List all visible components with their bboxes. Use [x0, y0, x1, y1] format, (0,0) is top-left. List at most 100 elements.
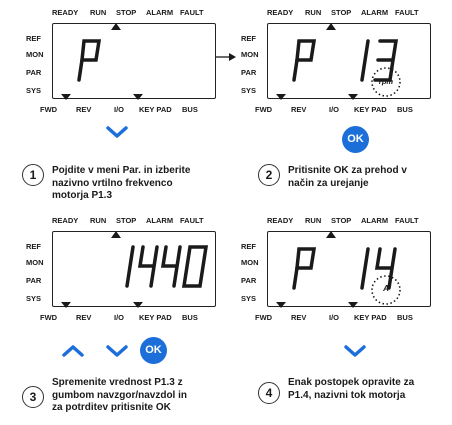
status-alarm: ALARM — [146, 216, 174, 225]
marker-triangle-icon — [111, 232, 121, 238]
bottom-bus: BUS — [182, 313, 198, 322]
keypad-panel-2: READY RUN STOP ALARM FAULT REF MON PAR S… — [237, 6, 437, 134]
step-1: 1 Pojdite v meni Par. in izberite nazivn… — [22, 164, 222, 212]
bottom-keypad: KEY PAD — [354, 313, 387, 322]
side-ref: REF — [241, 34, 256, 43]
lcd-letter-p — [77, 39, 102, 82]
bottom-row: FWD REV I/O KEY PAD BUS — [22, 102, 222, 116]
bottom-bus: BUS — [397, 313, 413, 322]
side-labels: REF MON PAR SYS — [22, 23, 52, 99]
status-row: READY RUN STOP ALARM FAULT — [22, 6, 222, 18]
step-2: 2 Pritisnite OK za prehod v način za ure… — [258, 164, 448, 200]
status-alarm: ALARM — [361, 8, 389, 17]
unit-label-a: A — [383, 284, 389, 293]
status-stop: STOP — [331, 216, 352, 225]
marker-triangle-icon — [348, 302, 358, 308]
status-fault: FAULT — [395, 8, 419, 17]
status-alarm: ALARM — [146, 8, 174, 17]
step-text: Enak postopek opravite za P1.4, nazivni … — [288, 377, 415, 401]
bottom-keypad: KEY PAD — [139, 313, 172, 322]
lcd-display — [52, 231, 216, 308]
status-row: READY RUN STOP ALARM FAULT — [237, 6, 437, 18]
lcd-display — [52, 23, 216, 100]
side-mon: MON — [241, 258, 259, 267]
step-text: Pritisnite OK za prehod v način za ureja… — [288, 165, 407, 189]
status-ready: READY — [52, 216, 79, 225]
bottom-rev: REV — [76, 313, 92, 322]
bottom-keypad: KEY PAD — [139, 105, 172, 114]
status-stop: STOP — [116, 8, 137, 17]
step-text: Pojdite v meni Par. in izberite nazivno … — [52, 165, 191, 201]
bottom-io: I/O — [114, 105, 125, 114]
side-sys: SYS — [26, 294, 42, 303]
side-par: PAR — [26, 276, 42, 285]
side-par: PAR — [241, 68, 257, 77]
bottom-row: FWD REV I/O KEY PAD BUS — [237, 102, 437, 116]
marker-triangle-icon — [348, 94, 358, 100]
lcd-digits-14 — [360, 247, 397, 290]
marker-triangle-icon — [111, 24, 121, 30]
marker-triangle-icon — [276, 302, 286, 308]
lcd-display: A — [267, 231, 431, 308]
side-sys: SYS — [26, 86, 42, 95]
step-text: Spremenite vrednost P1.3 z gumbom navzgo… — [52, 377, 188, 413]
status-run: RUN — [90, 216, 107, 225]
step-number: 3 — [22, 386, 44, 408]
status-alarm: ALARM — [361, 216, 389, 225]
bottom-bus: BUS — [182, 105, 198, 114]
lcd-letter-p — [292, 247, 317, 290]
side-labels: REF MON PAR SYS — [22, 231, 52, 307]
step-number: 4 — [258, 382, 280, 404]
lcd-digits-13 — [360, 39, 399, 82]
keypad-panel-4: READY RUN STOP ALARM FAULT REF MON PAR S… — [237, 214, 437, 342]
status-fault: FAULT — [180, 216, 204, 225]
side-par: PAR — [26, 68, 42, 77]
chevron-down-icon[interactable] — [106, 126, 128, 138]
side-ref: REF — [241, 242, 256, 251]
bottom-io: I/O — [329, 105, 340, 114]
arrow-right-icon — [216, 53, 236, 61]
bottom-rev: REV — [291, 313, 307, 322]
bottom-fwd: FWD — [255, 313, 273, 322]
side-labels: REF MON PAR SYS — [237, 23, 267, 99]
status-ready: READY — [267, 8, 294, 17]
step-4: 4 Enak postopek opravite za P1.4, nazivn… — [258, 376, 448, 416]
status-row: READY RUN STOP ALARM FAULT — [22, 214, 222, 226]
ok-button[interactable]: OK — [140, 337, 167, 364]
step-3: 3 Spremenite vrednost P1.3 z gumbom navz… — [22, 376, 227, 424]
marker-triangle-icon — [133, 302, 143, 308]
status-ready: READY — [267, 216, 294, 225]
side-mon: MON — [241, 50, 259, 59]
side-sys: SYS — [241, 294, 257, 303]
lcd-letter-p — [292, 39, 317, 82]
unit-label-rpm: rpm — [378, 77, 394, 86]
lcd-digits-1440 — [125, 245, 209, 288]
status-run: RUN — [305, 8, 322, 17]
lcd-glyphs — [61, 232, 209, 308]
chevron-up-icon[interactable] — [62, 345, 84, 357]
side-mon: MON — [26, 50, 44, 59]
status-row: READY RUN STOP ALARM FAULT — [237, 214, 437, 226]
marker-triangle-icon — [61, 302, 71, 308]
status-fault: FAULT — [180, 8, 204, 17]
side-labels: REF MON PAR SYS — [237, 231, 267, 307]
bottom-row: FWD REV I/O KEY PAD BUS — [237, 310, 437, 324]
bottom-io: I/O — [114, 313, 125, 322]
chevron-down-icon[interactable] — [106, 345, 128, 357]
unit-highlight — [371, 67, 401, 97]
side-par: PAR — [241, 276, 257, 285]
keypad-panel-3: READY RUN STOP ALARM FAULT REF MON PAR S… — [22, 214, 222, 342]
marker-triangle-icon — [61, 94, 71, 100]
chevron-down-icon[interactable] — [344, 345, 366, 357]
ok-button[interactable]: OK — [342, 126, 369, 153]
bottom-keypad: KEY PAD — [354, 105, 387, 114]
side-ref: REF — [26, 34, 41, 43]
bottom-rev: REV — [76, 105, 92, 114]
bottom-io: I/O — [329, 313, 340, 322]
marker-triangle-icon — [326, 24, 336, 30]
lcd-display: rpm — [267, 23, 431, 100]
lcd-glyphs — [276, 232, 401, 308]
marker-triangle-icon — [133, 94, 143, 100]
side-ref: REF — [26, 242, 41, 251]
bottom-fwd: FWD — [255, 105, 273, 114]
